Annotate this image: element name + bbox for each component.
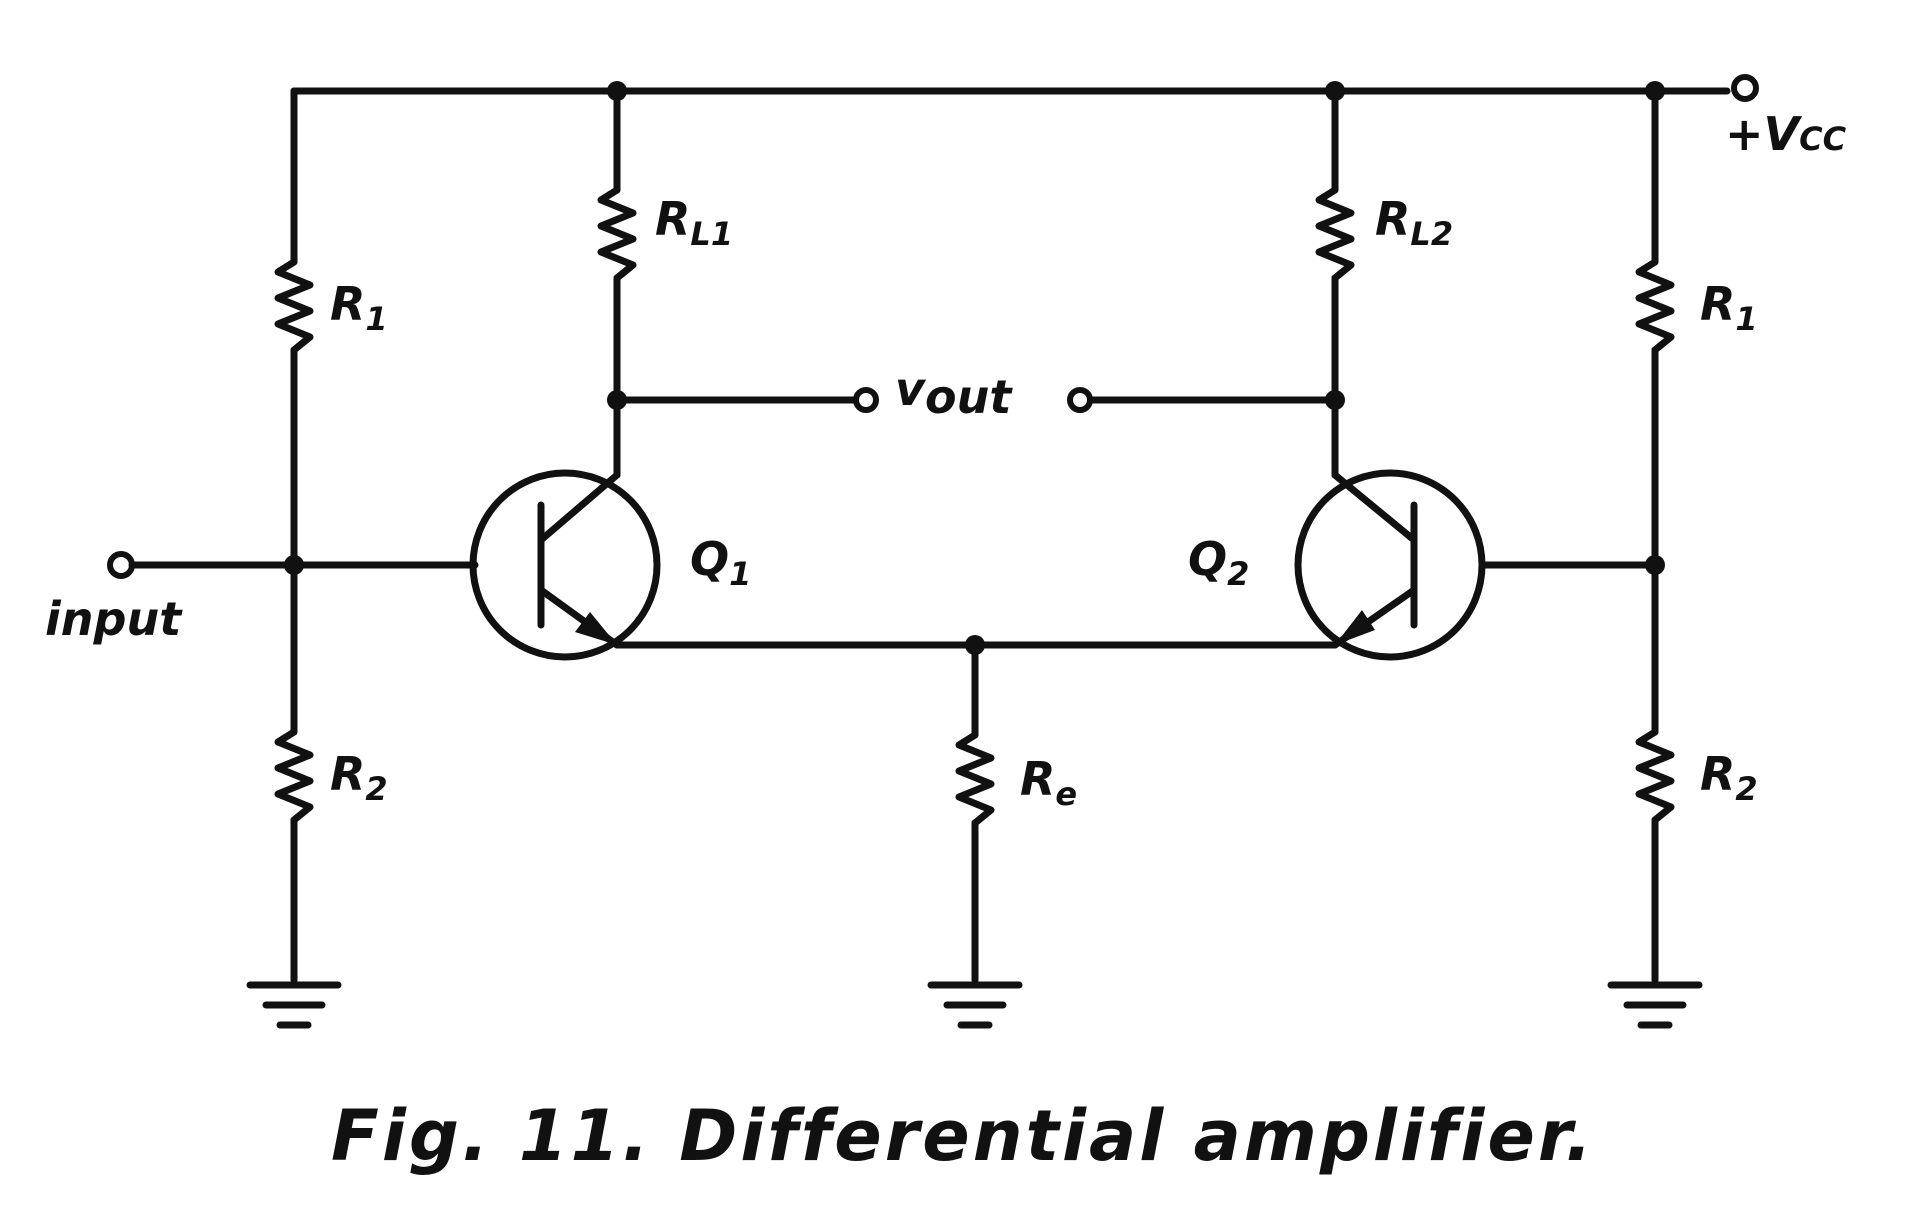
rl1-branch (597, 87, 879, 479)
q1-transistor (469, 469, 661, 661)
rl2-resistor (1315, 186, 1355, 282)
r2-right-label: R2 (1700, 747, 1758, 808)
r1-left-resistor (274, 258, 314, 354)
ground-right (1607, 981, 1703, 1029)
r1-left-label: R1 (330, 277, 388, 338)
q2-label: Q2 (1188, 532, 1249, 593)
ground-center (927, 981, 1023, 1029)
input-line (107, 551, 479, 579)
r2-left-label: R2 (330, 747, 388, 808)
re-label: Re (1020, 752, 1077, 813)
right-bias-divider (1478, 87, 1675, 984)
left-bias-divider (274, 87, 314, 984)
r1-right-resistor (1635, 258, 1675, 354)
re-resistor (955, 731, 995, 827)
rl1-label: RL1 (655, 192, 733, 253)
figure-caption: Fig. 11. Differential amplifier. (331, 1095, 1595, 1177)
r2-right-resistor (1635, 728, 1675, 824)
q1-label: Q1 (690, 532, 751, 593)
vout-right-terminal (1067, 387, 1093, 413)
vcc-label: +VCC (1725, 107, 1847, 161)
rl2-label: RL2 (1375, 192, 1453, 253)
vcc-terminal (1731, 74, 1759, 102)
vout-label: vout (895, 362, 1013, 424)
ground-left (246, 981, 342, 1029)
r2-left-resistor (274, 728, 314, 824)
input-label: input (45, 592, 183, 646)
vcc-rail (290, 74, 1759, 102)
rl2-branch (1067, 87, 1355, 479)
q2-transistor (1294, 469, 1486, 661)
emitter-branch (613, 635, 1339, 984)
vout-left-terminal (853, 387, 879, 413)
rl1-resistor (597, 186, 637, 282)
r1-right-label: R1 (1700, 277, 1758, 338)
